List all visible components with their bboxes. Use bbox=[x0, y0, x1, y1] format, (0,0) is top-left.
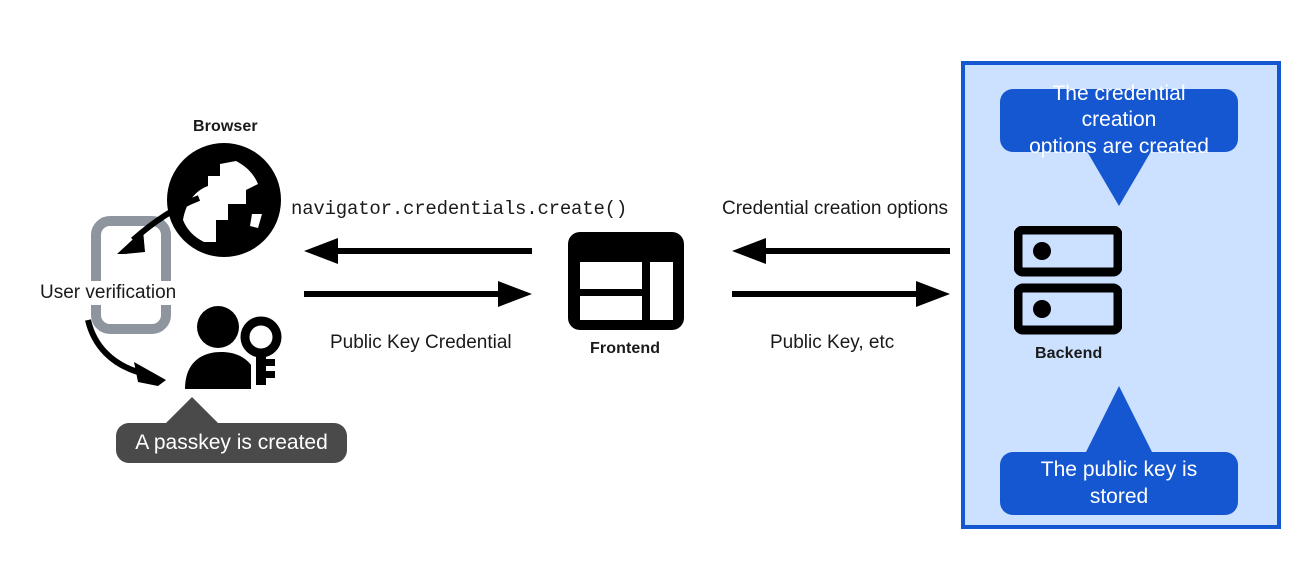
person-with-key-icon bbox=[185, 306, 282, 389]
public-key-credential-label: Public Key Credential bbox=[330, 332, 512, 353]
passkey-created-callout: A passkey is created bbox=[116, 423, 347, 463]
arrow-device-to-user bbox=[85, 319, 166, 386]
callout-line-2: stored bbox=[1089, 484, 1149, 508]
credential-options-callout-text: The credential creation options are crea… bbox=[1016, 81, 1222, 160]
callout-line-2: options are created bbox=[1029, 134, 1209, 158]
credential-options-callout-tail bbox=[1085, 148, 1153, 206]
arrow-frontend-to-browser bbox=[304, 238, 532, 264]
browser-window-icon bbox=[568, 232, 684, 330]
user-verification-label: User verification bbox=[38, 281, 179, 305]
arrow-browser-to-device bbox=[117, 195, 201, 254]
callout-line-1: The public key is bbox=[1040, 458, 1198, 482]
callout-line-1: The credential creation bbox=[1052, 82, 1186, 132]
backend-label: Backend bbox=[1035, 345, 1103, 362]
arrow-browser-to-frontend bbox=[304, 281, 532, 307]
globe-icon bbox=[167, 143, 281, 257]
frontend-label: Frontend bbox=[590, 340, 661, 357]
navigator-credentials-create-label: navigator.credentials.create() bbox=[291, 198, 628, 220]
arrow-backend-to-frontend bbox=[732, 238, 950, 264]
arrow-frontend-to-backend bbox=[732, 281, 950, 307]
public-key-stored-callout-tail bbox=[1085, 386, 1153, 454]
passkey-created-callout-text: A passkey is created bbox=[135, 430, 328, 454]
public-key-etc-label: Public Key, etc bbox=[770, 332, 895, 353]
credential-options-callout: The credential creation options are crea… bbox=[1000, 82, 1238, 158]
credential-creation-options-label: Credential creation options bbox=[722, 198, 949, 219]
public-key-stored-callout-text: The public key is stored bbox=[1041, 457, 1197, 510]
passkey-created-callout-tail bbox=[166, 397, 218, 423]
browser-label: Browser bbox=[193, 118, 258, 135]
public-key-stored-callout: The public key is stored bbox=[1000, 452, 1238, 515]
server-stack-icon bbox=[1014, 226, 1122, 335]
